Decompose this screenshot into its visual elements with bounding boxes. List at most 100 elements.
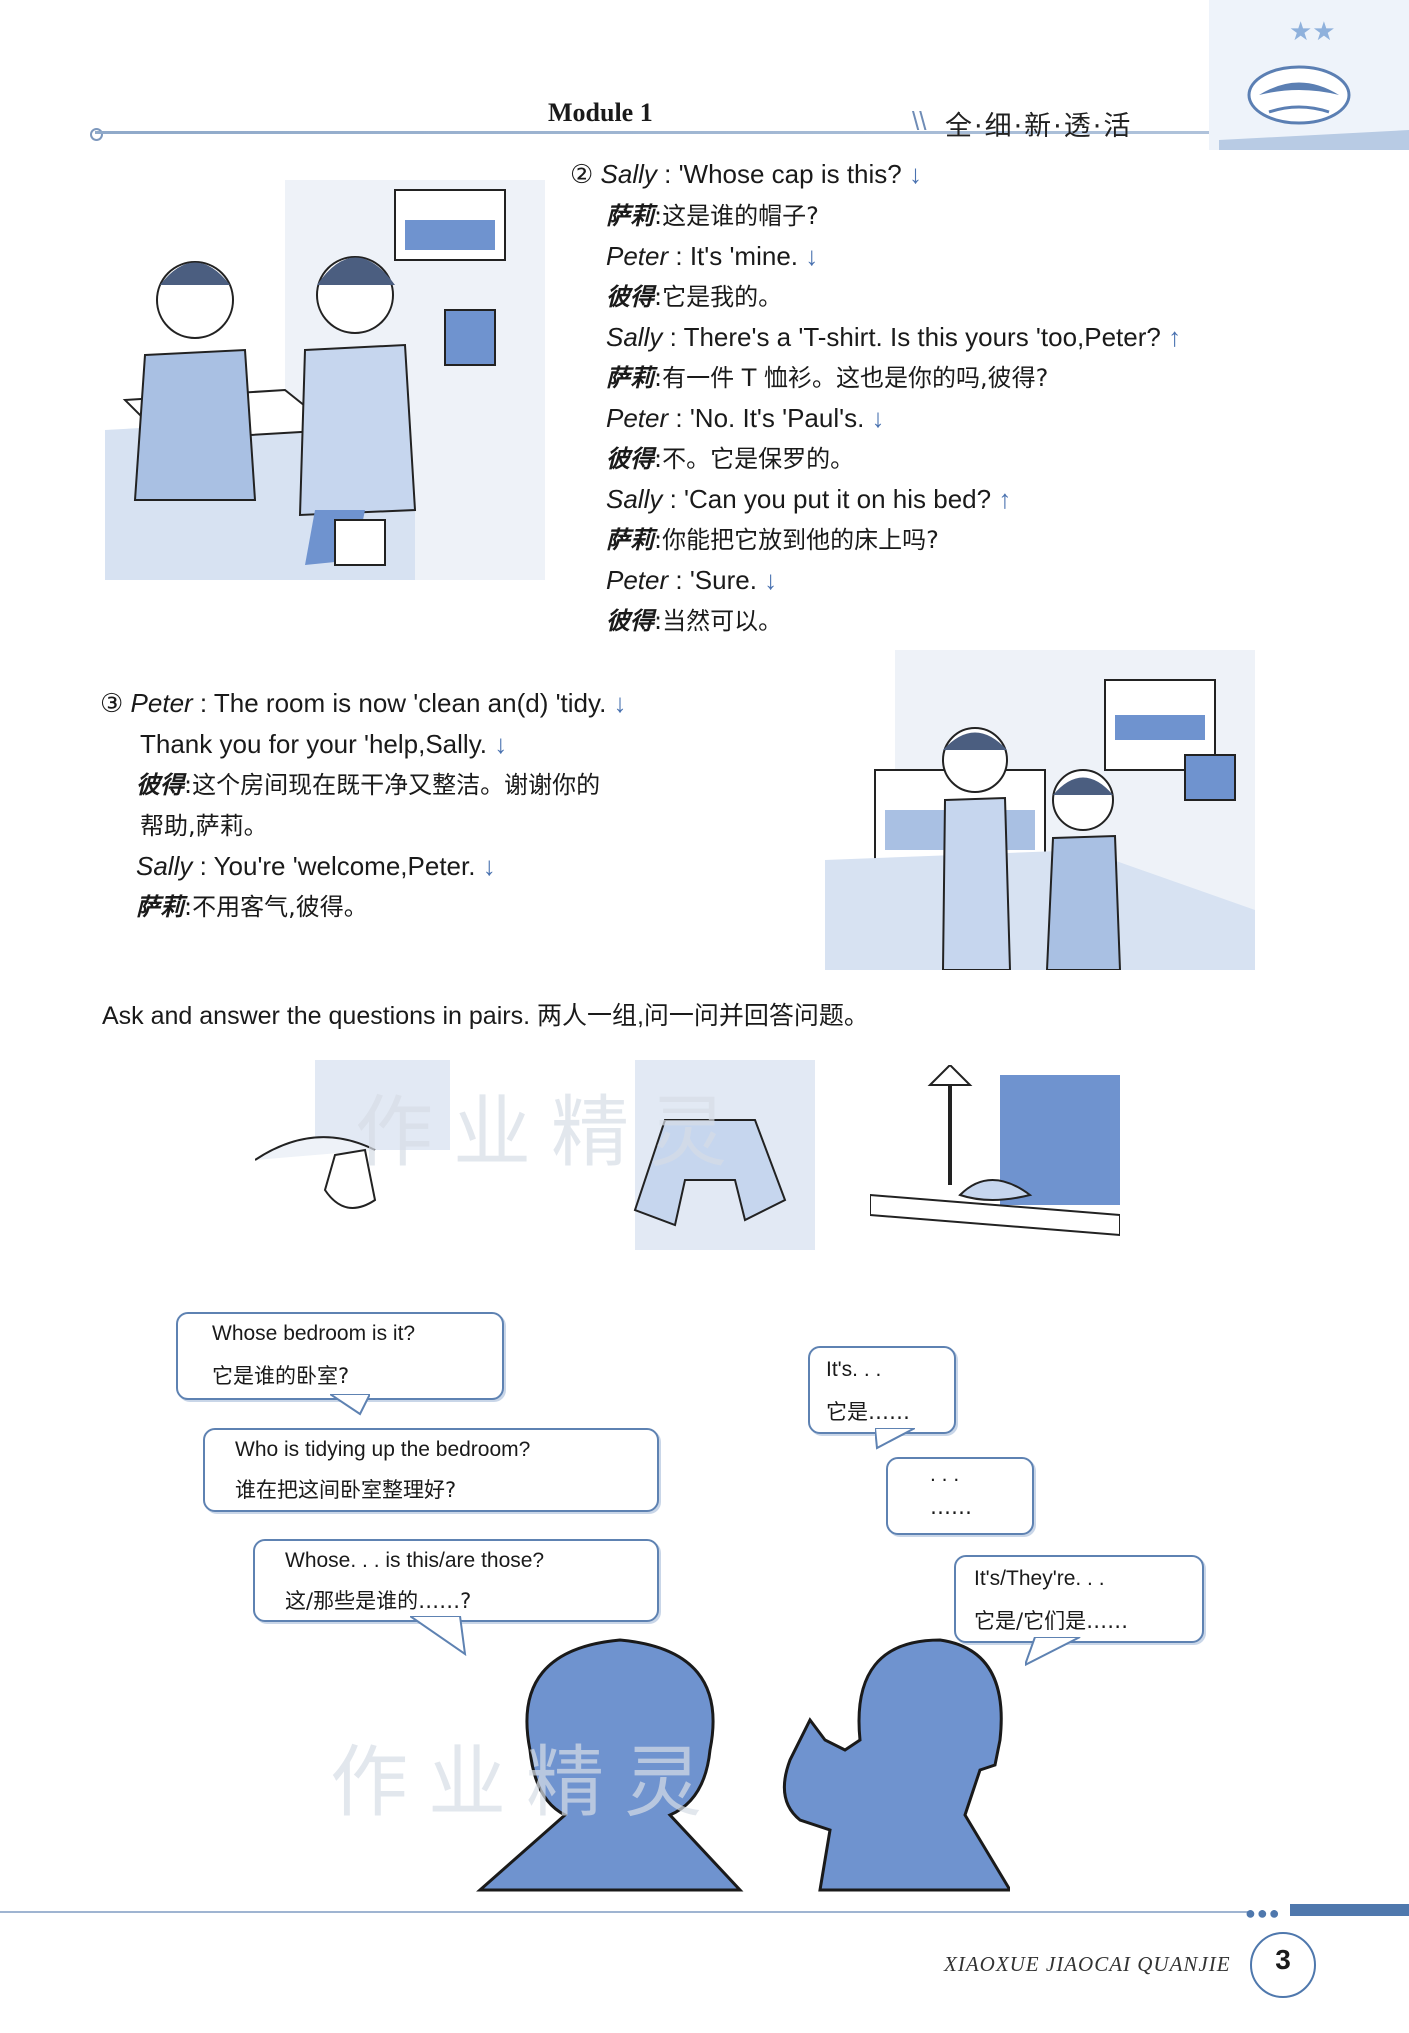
answer-english: It's/They're. . . — [974, 1567, 1105, 1590]
speaker-label-cn: 萨莉 — [606, 525, 654, 554]
girl-silhouette-illustration — [782, 1638, 1010, 1892]
dialogue-line: Sally : There's a 'T-shirt. Is this your… — [606, 322, 1182, 352]
dialogue-line: Sally : You're 'welcome,Peter. ↓ — [136, 851, 496, 881]
question-english: Who is tidying up the bedroom? — [235, 1438, 531, 1461]
answer-chinese: 它是…… — [826, 1400, 910, 1424]
english-line: 'Can you put it on his bed? — [684, 484, 992, 514]
rising-arrow-icon: ↑ — [1168, 322, 1182, 352]
english-line: Thank you for your 'help,Sally. — [140, 729, 487, 759]
header-rule-dot — [90, 128, 103, 141]
falling-arrow-icon: ↓ — [805, 241, 819, 271]
speaker-label: Sally — [606, 484, 663, 514]
speaker-label: Peter — [606, 241, 669, 271]
answer-chinese: 它是/它们是…… — [974, 1609, 1129, 1633]
falling-arrow-icon: ↓ — [613, 688, 627, 718]
watermark-logo: 作业精灵 — [355, 1088, 748, 1178]
header-rule — [95, 131, 1405, 134]
dialogue-line: Thank you for your 'help,Sally. ↓ — [100, 724, 627, 764]
question-chinese: 谁在把这间卧室整理好? — [235, 1478, 457, 1502]
chinese-line: 帮助,萨莉。 — [140, 812, 268, 840]
page-number: 3 — [1275, 1944, 1291, 1975]
chinese-line: 不。它是保罗的。 — [662, 445, 855, 473]
english-line: There's a 'T-shirt. Is this yours 'too,P… — [683, 322, 1161, 352]
tshirt-illustration — [633, 1060, 815, 1250]
dialogue-3: ③ Peter : The room is now 'clean an(d) '… — [100, 683, 627, 927]
speaker-label: Sally — [600, 159, 657, 189]
chinese-line: 这个房间现在既干净又整洁。谢谢你的 — [192, 771, 601, 799]
chinese-line: 不用客气,彼得。 — [192, 893, 368, 921]
english-line: 'Sure. — [689, 565, 757, 595]
chinese-line: 有一件 T 恤衫。这也是你的吗,彼得? — [662, 364, 1049, 392]
dialogue-line: 萨莉:有一件 T 恤衫。这也是你的吗,彼得? — [606, 363, 1049, 392]
dialogue-line: 彼得:当然可以。 — [606, 606, 783, 635]
speaker-label: Peter — [606, 565, 669, 595]
dialogue-line: 彼得:它是我的。 — [606, 282, 783, 311]
bubble-tail — [875, 1428, 915, 1450]
dialogue-line: 帮助,萨莉。 — [100, 805, 627, 846]
speaker-label-cn: 萨莉 — [136, 892, 184, 921]
dialogue-line: 萨莉:这是谁的帽子? — [606, 201, 819, 230]
falling-arrow-icon: ↓ — [908, 159, 922, 189]
footer-dots: ●●● — [1245, 1903, 1281, 1923]
dialogue-line: Peter : It's 'mine. ↓ — [606, 241, 819, 271]
task-instruction: Ask and answer the questions in pairs. 两… — [102, 1002, 869, 1030]
falling-arrow-icon: ↓ — [494, 729, 508, 759]
chinese-line: 你能把它放到他的床上吗? — [662, 526, 939, 554]
slogan-slash: \\ — [912, 106, 927, 136]
question-bubble: Who is tidying up the bedroom? 谁在把这间卧室整理… — [203, 1428, 659, 1512]
speaker-label-cn: 彼得 — [136, 770, 184, 799]
dialogue-line: Sally : 'Can you put it on his bed? ↑ — [606, 484, 1012, 514]
question-bubble: Whose bedroom is it? 它是谁的卧室? — [176, 1312, 504, 1400]
speaker-label: Sally — [136, 851, 193, 881]
footer-bar — [1290, 1904, 1409, 1916]
answer-english: It's. . . — [826, 1358, 882, 1381]
sock-illustration — [255, 1060, 450, 1209]
question-english: Whose. . . is this/are those? — [285, 1549, 545, 1572]
dialogue-2: ② Sally : 'Whose cap is this? ↓ 萨莉:这是谁的帽… — [570, 154, 1181, 641]
speaker-label-cn: 彼得 — [606, 282, 654, 311]
answer-chinese: …… — [930, 1495, 972, 1519]
english-line: The room is now 'clean an(d) 'tidy. — [213, 688, 607, 718]
english-line: You're 'welcome,Peter. — [213, 851, 476, 881]
dialogue-line: Peter : 'No. It's 'Paul's. ↓ — [606, 403, 885, 433]
chinese-line: 当然可以。 — [662, 607, 783, 635]
dialogue-line: ③ Peter : The room is now 'clean an(d) '… — [100, 688, 627, 719]
book-logo-icon: ★★ — [1209, 0, 1409, 150]
falling-arrow-icon: ↓ — [871, 403, 885, 433]
clean-room-illustration — [825, 650, 1255, 970]
speaker-label-cn: 萨莉 — [606, 201, 654, 230]
bubble-tail — [410, 1616, 467, 1656]
speaker-label: Peter — [606, 403, 669, 433]
answer-bubble: . . . …… — [886, 1457, 1034, 1535]
chinese-line: 这是谁的帽子? — [662, 202, 819, 230]
dialogue-number: ② — [570, 160, 594, 190]
english-line: 'Whose cap is this? — [678, 159, 902, 189]
question-bubble: Whose. . . is this/are those? 这/那些是谁的……? — [253, 1539, 659, 1622]
footer-rule — [0, 1911, 1250, 1913]
dialogue-line: 萨莉:你能把它放到他的床上吗? — [606, 525, 939, 554]
dialogue-line: 萨莉:不用客气,彼得。 — [136, 892, 368, 921]
question-chinese: 它是谁的卧室? — [212, 1364, 350, 1388]
speaker-label: Sally — [606, 322, 663, 352]
module-title: Module 1 — [548, 98, 653, 127]
english-line: It's 'mine. — [689, 241, 799, 271]
page-number-badge — [1250, 1932, 1316, 1998]
svg-text:★★: ★★ — [1289, 16, 1336, 46]
speaker-label: Peter — [130, 688, 193, 718]
watermark-logo: 作业精灵 — [330, 1738, 723, 1828]
dialogue-line: Peter : 'Sure. ↓ — [606, 565, 778, 595]
bubble-tail — [1025, 1637, 1081, 1667]
dialogue-line: 彼得:不。它是保罗的。 — [606, 444, 855, 473]
speaker-label-cn: 彼得 — [606, 606, 654, 635]
cap-and-desk-illustration — [870, 1065, 1120, 1237]
answer-bubble: It's. . . 它是…… — [808, 1346, 956, 1434]
question-chinese: 这/那些是谁的……? — [285, 1589, 472, 1613]
rising-arrow-icon: ↑ — [998, 484, 1012, 514]
boy-silhouette-illustration — [476, 1638, 744, 1892]
bubble-tail — [330, 1394, 370, 1416]
question-english: Whose bedroom is it? — [212, 1322, 416, 1345]
slogan: 全·细·新·透·活 — [945, 111, 1133, 142]
children-tidying-illustration — [105, 180, 545, 580]
series-name: XIAOXUE JIAOCAI QUANJIE — [944, 1952, 1231, 1976]
chinese-line: 它是我的。 — [662, 283, 783, 311]
